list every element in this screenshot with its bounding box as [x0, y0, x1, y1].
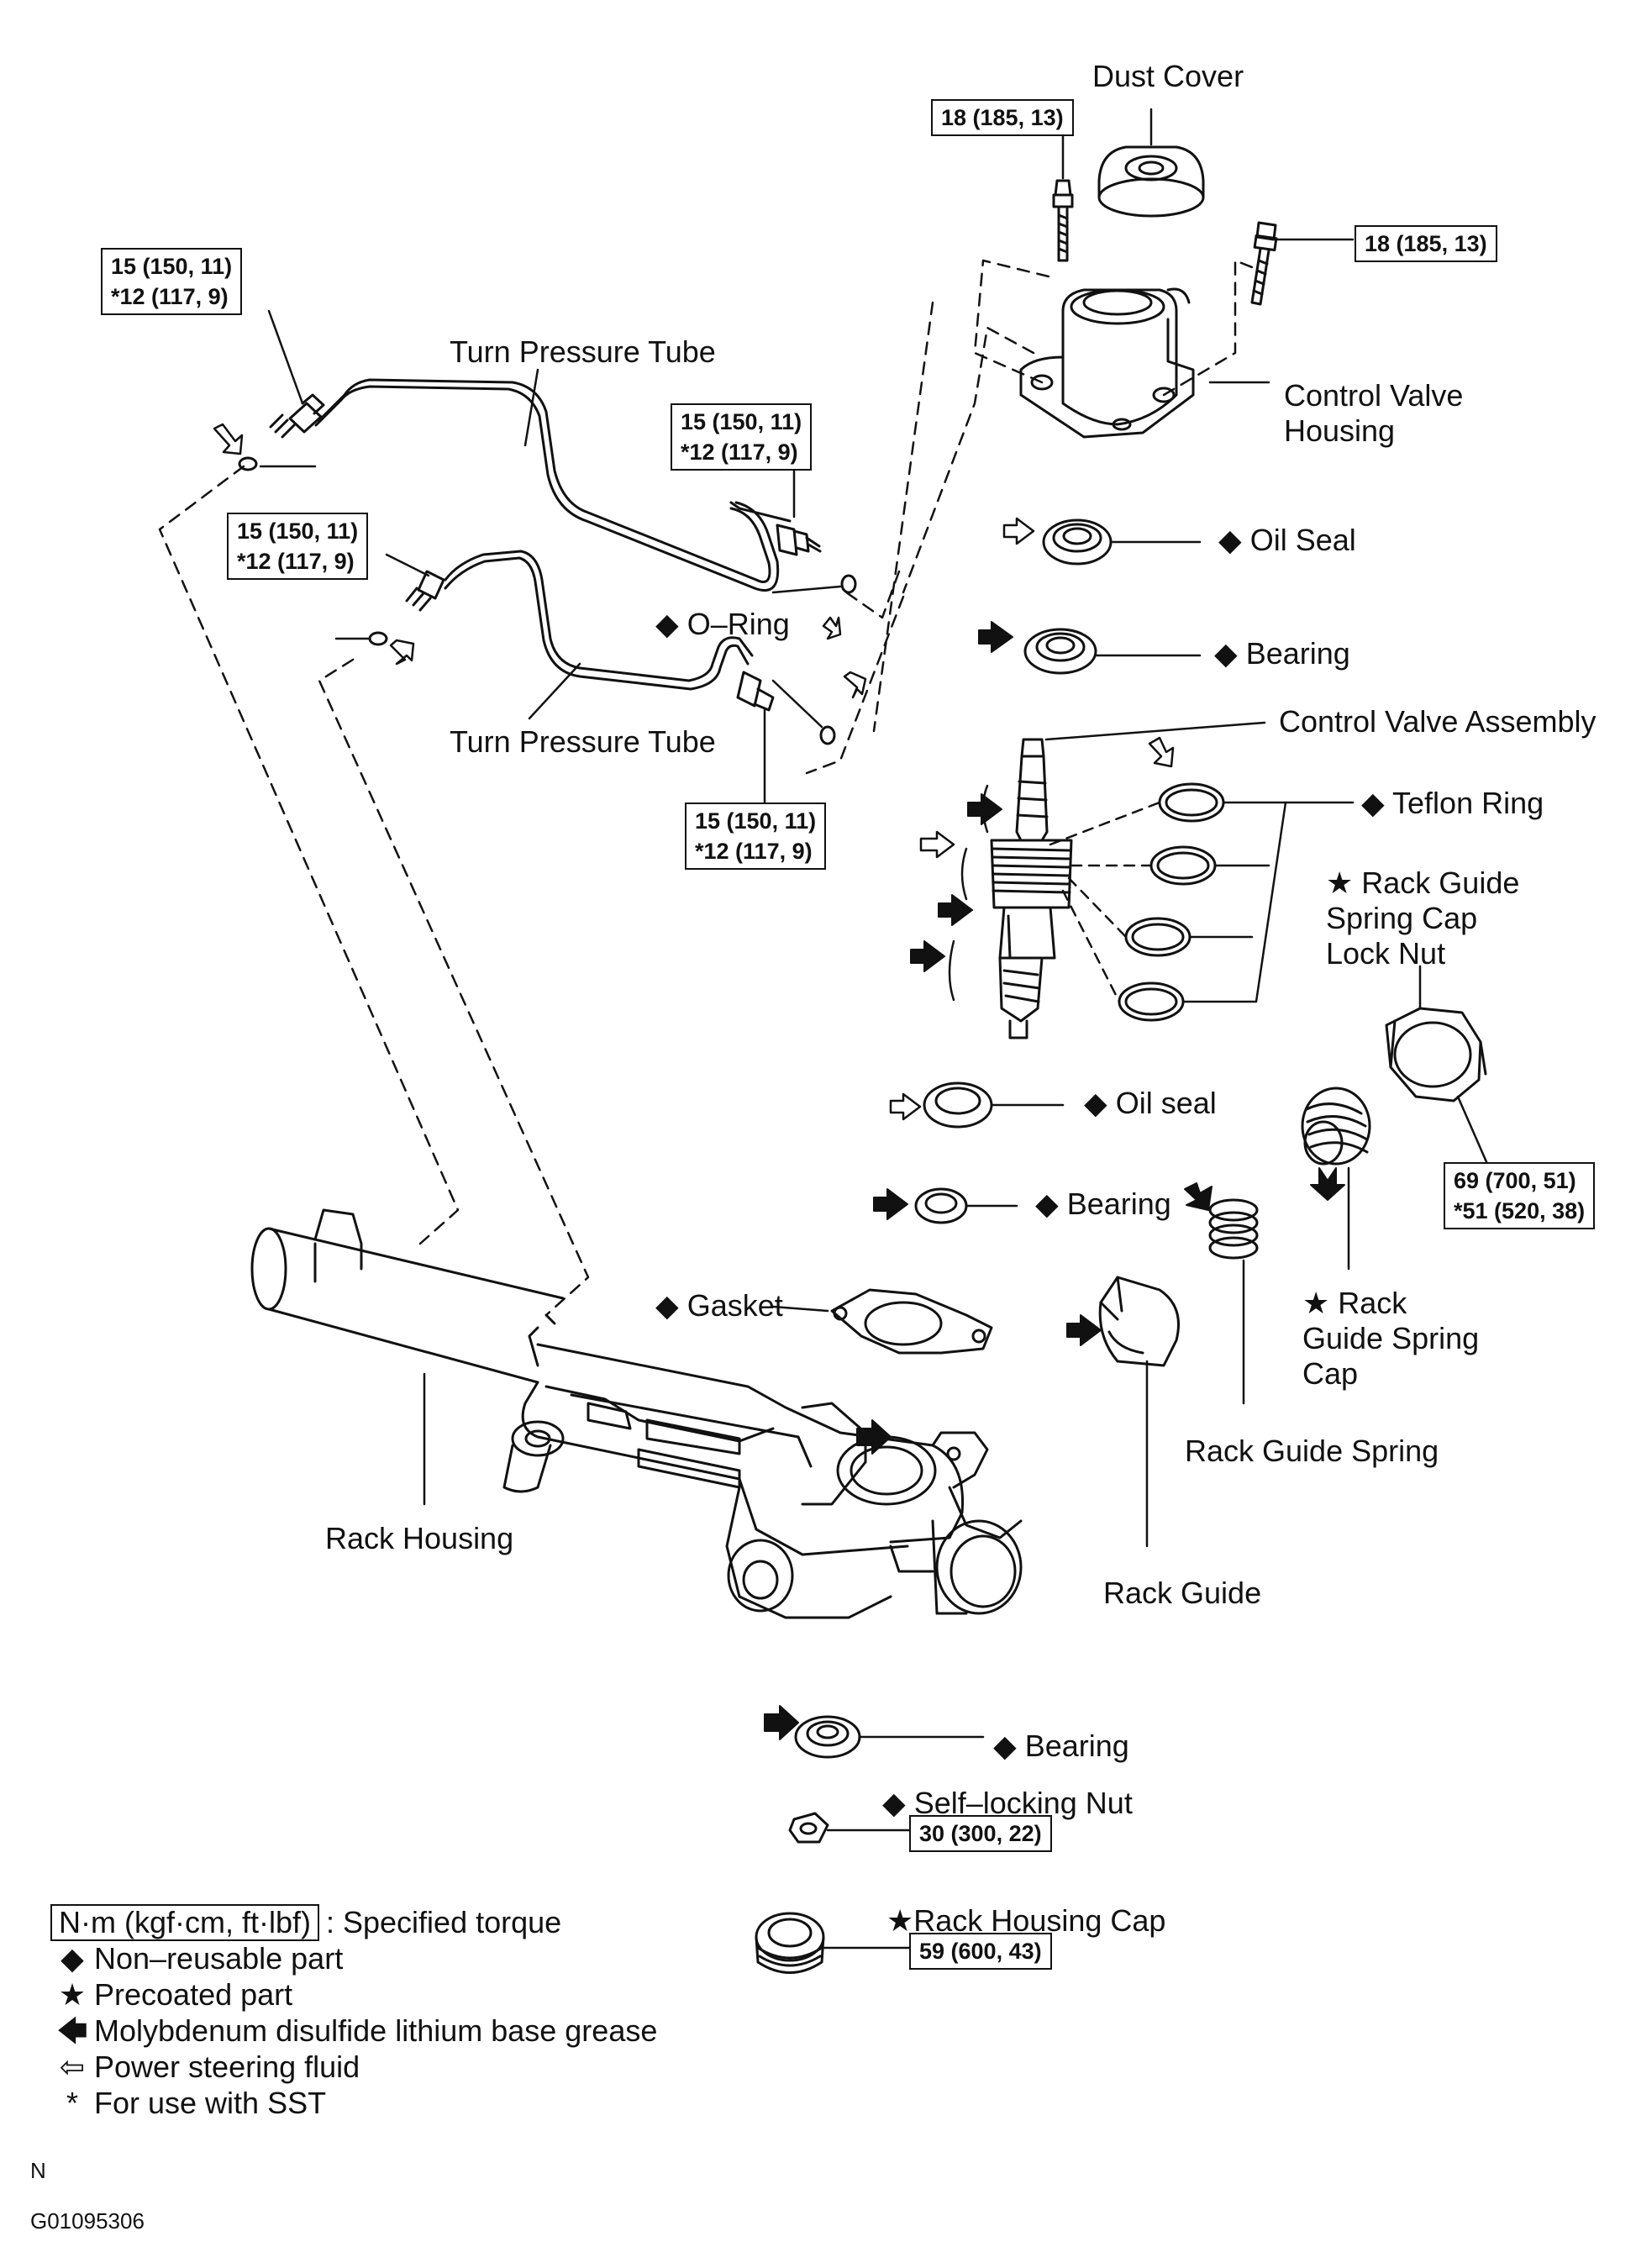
- legend-precoated: Precoated part: [94, 1977, 293, 2012]
- legend-torque-text: : Specified torque: [325, 1905, 562, 1939]
- legend: N·m (kgf·cm, ft·lbf): Specified torque ◆…: [50, 1904, 657, 2121]
- control-valve-assembly-part: [990, 738, 1073, 1039]
- label-self-locking-nut: ◆ Self–locking Nut: [882, 1786, 1133, 1820]
- torque-housing-bolt-right: 18 (185, 13): [1355, 225, 1497, 262]
- o-ring-symbols: [238, 456, 857, 745]
- rack-guide-spring-cap-lock-nut-part: [1385, 1007, 1487, 1102]
- dust-cover-part: [1097, 145, 1205, 218]
- torque-tube-bottom-left: 15 (150, 11)*12 (117, 9): [227, 513, 369, 580]
- torque-tube-top-right: 15 (150, 11)*12 (117, 9): [671, 403, 813, 471]
- label-bearing-lower: ◆ Bearing: [993, 1729, 1129, 1763]
- turn-pressure-tube-lower: [444, 550, 754, 691]
- tube-nut-upper-right: [776, 524, 822, 556]
- legend-row-torque: N·m (kgf·cm, ft·lbf): Specified torque: [50, 1904, 657, 1941]
- rack-housing-cap-part: [755, 1912, 825, 1974]
- label-turn-pressure-tube-bottom: Turn Pressure Tube: [450, 724, 716, 759]
- label-control-valve-housing: Control Valve Housing: [1284, 378, 1464, 448]
- label-control-valve-assembly: Control Valve Assembly: [1279, 704, 1597, 739]
- self-locking-nut-part: [788, 1812, 829, 1844]
- legend-torque-unit: N·m (kgf·cm, ft·lbf): [50, 1904, 319, 1941]
- legend-ps-fluid: Power steering fluid: [94, 2050, 360, 2084]
- label-rack-guide-spring-cap: ★ Rack Guide Spring Cap: [1302, 1286, 1480, 1391]
- hollow-arrow-icon: ⇦: [59, 2050, 86, 2084]
- legend-sst: For use with SST: [94, 2086, 327, 2120]
- rack-guide-spring-part: [1208, 1198, 1259, 1260]
- legend-row-ps-fluid: ⇦Power steering fluid: [50, 2049, 657, 2085]
- turn-pressure-tube-upper: [314, 378, 792, 592]
- torque-tube-top-left: 15 (150, 11)*12 (117, 9): [101, 248, 243, 315]
- assembly-dashed-lines: [158, 259, 1258, 1317]
- asterisk-icon: *: [66, 2086, 78, 2120]
- bearing-upper-part: [1023, 628, 1097, 675]
- label-gasket: ◆ Gasket: [655, 1288, 783, 1323]
- footer-north: N: [30, 2158, 46, 2183]
- bolt-upper-left: [1052, 179, 1074, 262]
- legend-row-precoated: ★Precoated part: [50, 1976, 657, 2013]
- bearing-middle-part: [914, 1187, 968, 1224]
- oil-seal-lower-part: [923, 1081, 993, 1129]
- bolt-upper-right: [1250, 221, 1278, 306]
- label-dust-cover: Dust Cover: [1092, 59, 1244, 93]
- control-valve-housing-part: [1019, 287, 1195, 439]
- legend-moly-grease: Molybdenum disulfide lithium base grease: [94, 2013, 658, 2048]
- torque-tube-bottom-right: 15 (150, 11)*12 (117, 9): [685, 802, 827, 870]
- solid-arrow-icon: 🡄: [56, 2013, 88, 2048]
- torque-dust-cover-bolt: 18 (185, 13): [931, 99, 1074, 136]
- label-o-ring: ◆ O–Ring: [655, 607, 790, 641]
- gasket-part: [830, 1288, 993, 1355]
- legend-row-sst: * For use with SST: [50, 2085, 657, 2121]
- tube-nut-lower-left: [405, 570, 445, 612]
- label-oil-seal-upper: ◆ Oil Seal: [1218, 523, 1356, 557]
- fluid-arrow-icons: [213, 423, 1175, 1121]
- label-rack-guide: Rack Guide: [1103, 1576, 1262, 1610]
- torque-lock-nut: 69 (700, 51)*51 (520, 38): [1444, 1162, 1596, 1229]
- grease-arrow-icons: [764, 621, 1345, 1740]
- legend-non-reusable: Non–reusable part: [94, 1941, 344, 1976]
- torque-rack-housing-cap: 59 (600, 43): [909, 1933, 1052, 1970]
- legend-row-non-reusable: ◆ Non–reusable part: [50, 1940, 657, 1976]
- label-teflon-ring: ◆ Teflon Ring: [1361, 786, 1544, 820]
- torque-self-locking-nut: 30 (300, 22): [909, 1815, 1052, 1852]
- teflon-rings: [1118, 782, 1225, 1022]
- oil-seal-upper-part: [1042, 518, 1113, 566]
- label-rack-housing-cap: ★Rack Housing Cap: [886, 1903, 1166, 1938]
- diamond-icon: ◆: [60, 1941, 84, 1976]
- star-icon: ★: [58, 1977, 87, 2012]
- footer-figure-id: G01095306: [30, 2208, 145, 2234]
- tube-nut-lower-right: [736, 671, 775, 712]
- label-rack-housing: Rack Housing: [325, 1521, 514, 1555]
- rack-guide-spring-cap-part: [1301, 1087, 1371, 1166]
- label-rack-guide-spring: Rack Guide Spring: [1185, 1434, 1439, 1468]
- rack-housing-part: [250, 1208, 1023, 1619]
- label-bearing-middle: ◆ Bearing: [1035, 1187, 1171, 1221]
- tube-nut-upper-left: [269, 393, 325, 439]
- label-rack-guide-spring-cap-lock-nut: ★ Rack Guide Spring Cap Lock Nut: [1326, 866, 1520, 971]
- rack-guide-part: [1098, 1276, 1180, 1367]
- teflon-dashed-lines: [1049, 801, 1161, 1003]
- label-bearing-upper: ◆ Bearing: [1214, 636, 1350, 671]
- label-oil-seal-lower: ◆ Oil seal: [1084, 1086, 1217, 1120]
- legend-row-moly-grease: 🡄Molybdenum disulfide lithium base greas…: [50, 2013, 657, 2049]
- label-turn-pressure-tube-top: Turn Pressure Tube: [450, 334, 716, 369]
- bearing-lower-part: [794, 1715, 861, 1759]
